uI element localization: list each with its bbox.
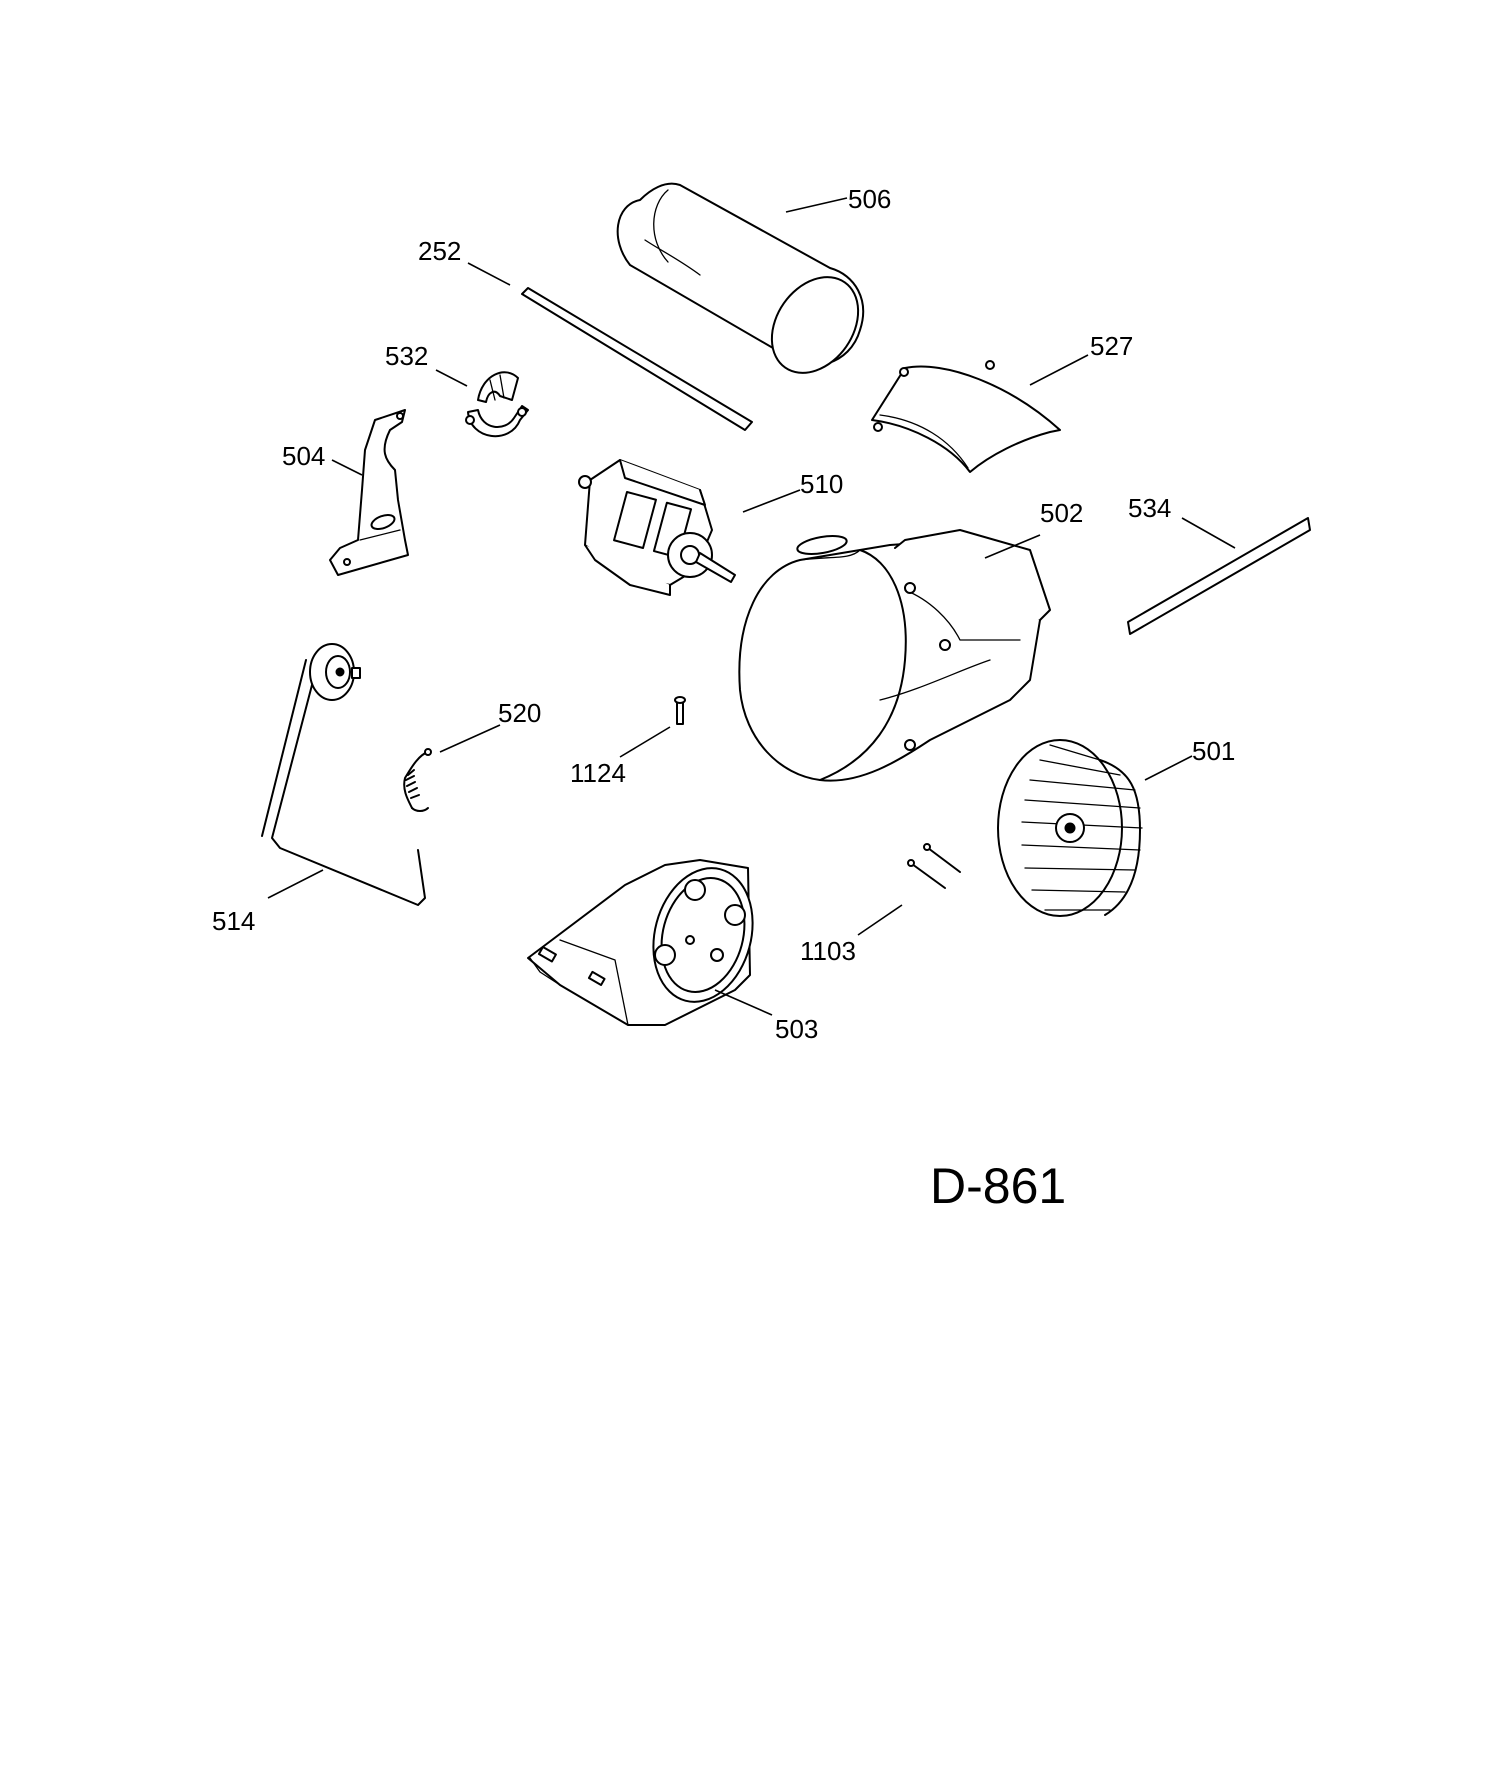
part-520-idler-spring (403, 748, 432, 812)
part-532-motor-clamp (465, 371, 529, 438)
part-504-motor-bracket (329, 409, 409, 576)
part-number-514: 514 (212, 906, 255, 936)
part-527-heat-shield (871, 360, 1061, 473)
part-252-seal-strip (521, 287, 753, 431)
part-number-504: 504 (282, 441, 325, 471)
callout-labels: 506 252 527 532 504 510 502 534 520 1124… (212, 184, 1235, 1044)
part-number-527: 527 (1090, 331, 1133, 361)
diagram-id: D-861 (930, 1158, 1066, 1214)
part-503-motor-mount (527, 859, 754, 1026)
part-number-520: 520 (498, 698, 541, 728)
part-number-502: 502 (1040, 498, 1083, 528)
part-number-1103: 1103 (800, 936, 856, 966)
part-number-1124: 1124 (570, 758, 626, 788)
part-number-252: 252 (418, 236, 461, 266)
part-number-510: 510 (800, 469, 843, 499)
part-number-503: 503 (775, 1014, 818, 1044)
part-514-idler-arm (261, 643, 426, 906)
part-506-duct-cylinder (616, 182, 865, 374)
part-501-blower-wheel (997, 739, 1143, 917)
part-number-532: 532 (385, 341, 428, 371)
part-1124-pin (674, 696, 686, 725)
part-534-seal-strip (1127, 517, 1311, 635)
part-number-501: 501 (1192, 736, 1235, 766)
part-502-blower-housing (738, 529, 1051, 782)
part-1103-screws (907, 843, 961, 889)
part-number-506: 506 (848, 184, 891, 214)
part-510-drive-motor (578, 459, 736, 596)
part-number-534: 534 (1128, 493, 1171, 523)
